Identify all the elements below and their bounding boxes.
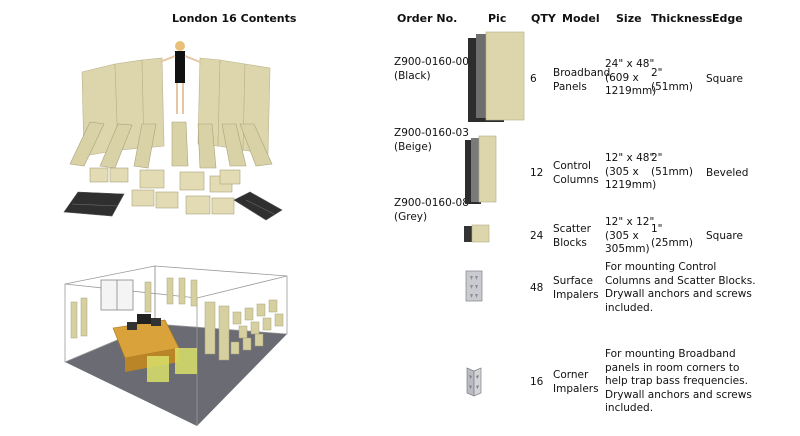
- surface-impaler-image: [465, 270, 483, 302]
- edge-broadband-panels: Square: [706, 73, 743, 85]
- edge-scatter-blocks: Square: [706, 230, 743, 242]
- header-order-no: Order No.: [397, 12, 458, 25]
- description-surface-impalers: For mounting Control Columns and Scatter…: [605, 261, 756, 314]
- header-edge: Edge: [712, 12, 743, 25]
- order-number-grey: Z900-0160-08 (Grey): [394, 197, 469, 223]
- room-rendering: [64, 265, 288, 426]
- size-broadband-panels: 24" x 48" (609 x 1219mm): [605, 58, 657, 97]
- scatter-block-image: [464, 224, 490, 243]
- control-column-image: [465, 135, 497, 204]
- header-thickness: Thickness: [651, 12, 713, 25]
- model-control-columns: Control Columns: [553, 160, 599, 186]
- header-qty: QTY: [531, 12, 556, 25]
- size-scatter-blocks: 12" x 12" (305 x 305mm): [605, 216, 655, 255]
- model-corner-impalers: Corner Impalers: [553, 369, 599, 395]
- model-broadband-panels: Broadband Panels: [553, 67, 611, 93]
- corner-impaler-image: [466, 367, 482, 397]
- qty-corner-impalers: 16: [530, 376, 544, 388]
- model-scatter-blocks: Scatter Blocks: [553, 223, 591, 249]
- qty-broadband-panels: 6: [530, 73, 537, 85]
- edge-control-columns: Beveled: [706, 167, 749, 179]
- header-pic: Pic: [488, 12, 507, 25]
- header-size: Size: [616, 12, 642, 25]
- description-corner-impalers: For mounting Broadband panels in room co…: [605, 348, 752, 414]
- product-photo: [63, 41, 283, 221]
- thickness-broadband-panels: 2" (51mm): [651, 67, 694, 93]
- qty-control-columns: 12: [530, 167, 544, 179]
- header-model: Model: [562, 12, 600, 25]
- qty-scatter-blocks: 24: [530, 230, 544, 242]
- page-title: London 16 Contents: [172, 12, 297, 25]
- thickness-scatter-blocks: 1" (25mm): [651, 223, 694, 249]
- size-control-columns: 12" x 48" (305 x 1219mm): [605, 152, 657, 191]
- broadband-panel-image: [468, 31, 525, 122]
- thickness-control-columns: 2" (51mm): [651, 152, 694, 178]
- qty-surface-impalers: 48: [530, 282, 544, 294]
- woman-figure: [159, 41, 201, 114]
- order-number-black: Z900-0160-00 (Black): [394, 56, 469, 82]
- order-number-beige: Z900-0160-03 (Beige): [394, 127, 469, 153]
- model-surface-impalers: Surface Impalers: [553, 275, 599, 301]
